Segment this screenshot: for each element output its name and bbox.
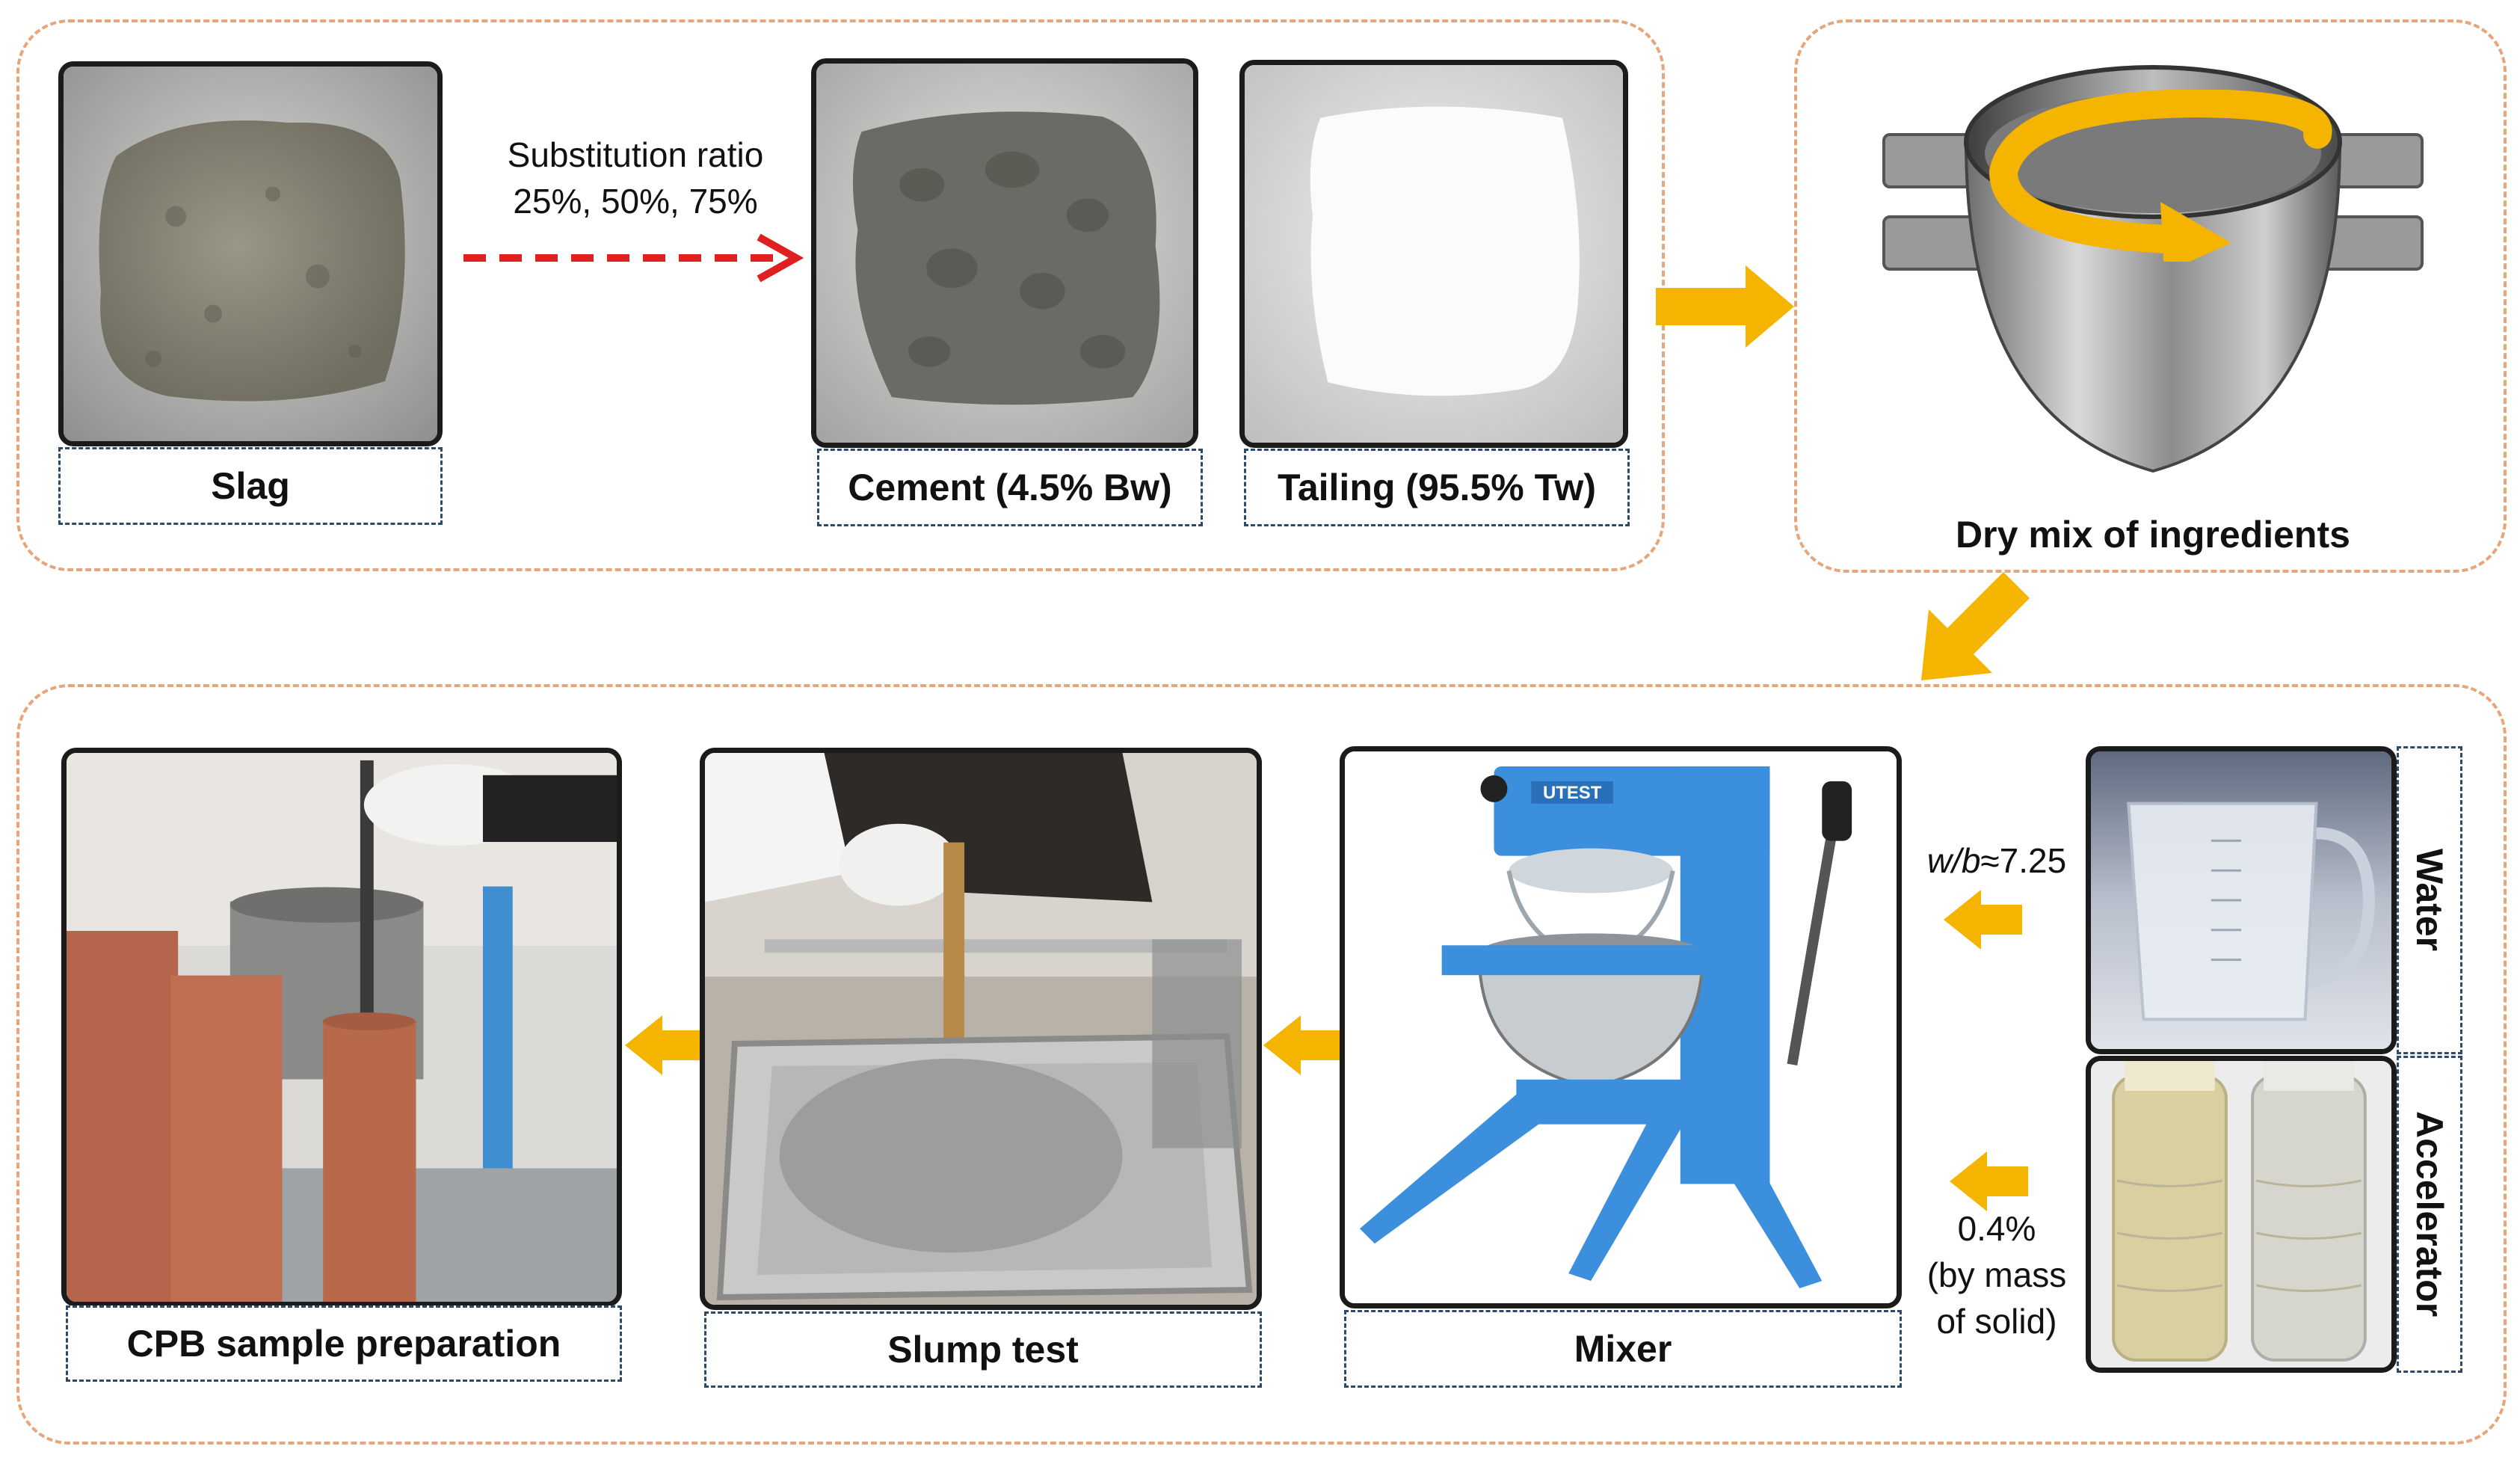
cement-photo — [811, 58, 1198, 448]
block-arrow-icon — [1921, 572, 2030, 680]
substitution-ratio-text: Substitution ratio 25%, 50%, 75% — [471, 132, 800, 224]
accelerator-photo — [2086, 1056, 2397, 1373]
block-arrow-icon — [1263, 1015, 1342, 1075]
mixer-caption: Mixer — [1344, 1310, 1902, 1388]
slag-photo — [58, 61, 443, 446]
dry-mix-group — [1794, 19, 2507, 573]
water-caption: Water — [2397, 746, 2462, 1054]
dashed-arrow-icon — [463, 233, 804, 283]
block-arrow-icon — [1944, 890, 2022, 950]
block-arrow-icon — [1656, 265, 1794, 348]
dry-mix-caption: Dry mix of ingredients — [1956, 514, 2350, 556]
substitution-line-1: Substitution ratio — [507, 135, 764, 174]
accel-line-3: of solid) — [1936, 1302, 2057, 1341]
slump-test-caption: Slump test — [704, 1311, 1262, 1388]
cement-caption: Cement (4.5% Bw) — [817, 449, 1203, 526]
block-arrow-icon — [625, 1015, 703, 1075]
rotation-arrow-icon — [1988, 90, 2332, 262]
cpb-caption: CPB sample preparation — [66, 1305, 622, 1382]
mixer-brand-text: UTEST — [1543, 783, 1602, 803]
accel-line-1: 0.4% — [1957, 1209, 2036, 1248]
tailing-caption: Tailing (95.5% Tw) — [1244, 449, 1630, 526]
mixer-photo: UTEST — [1340, 746, 1902, 1308]
slump-test-photo — [700, 748, 1262, 1310]
cpb-photo — [61, 748, 622, 1307]
block-arrow-icon — [1950, 1151, 2028, 1211]
substitution-line-2: 25%, 50%, 75% — [513, 182, 758, 221]
accelerator-label: Accelerator — [2409, 1111, 2450, 1317]
water-photo — [2086, 746, 2397, 1054]
water-label: Water — [2409, 849, 2450, 952]
wb-value: ≈7.25 — [1980, 841, 2067, 880]
accelerator-caption: Accelerator — [2397, 1056, 2462, 1373]
accel-line-2: (by mass — [1926, 1255, 2067, 1294]
accelerator-dosage: 0.4% (by mass of solid) — [1896, 1205, 2098, 1344]
process-group — [16, 684, 2507, 1445]
tailing-photo — [1239, 60, 1628, 448]
wb-variable: w/b — [1926, 841, 1981, 880]
water-binder-ratio: w/b≈7.25 — [1911, 837, 2083, 884]
slag-caption: Slag — [58, 447, 443, 525]
